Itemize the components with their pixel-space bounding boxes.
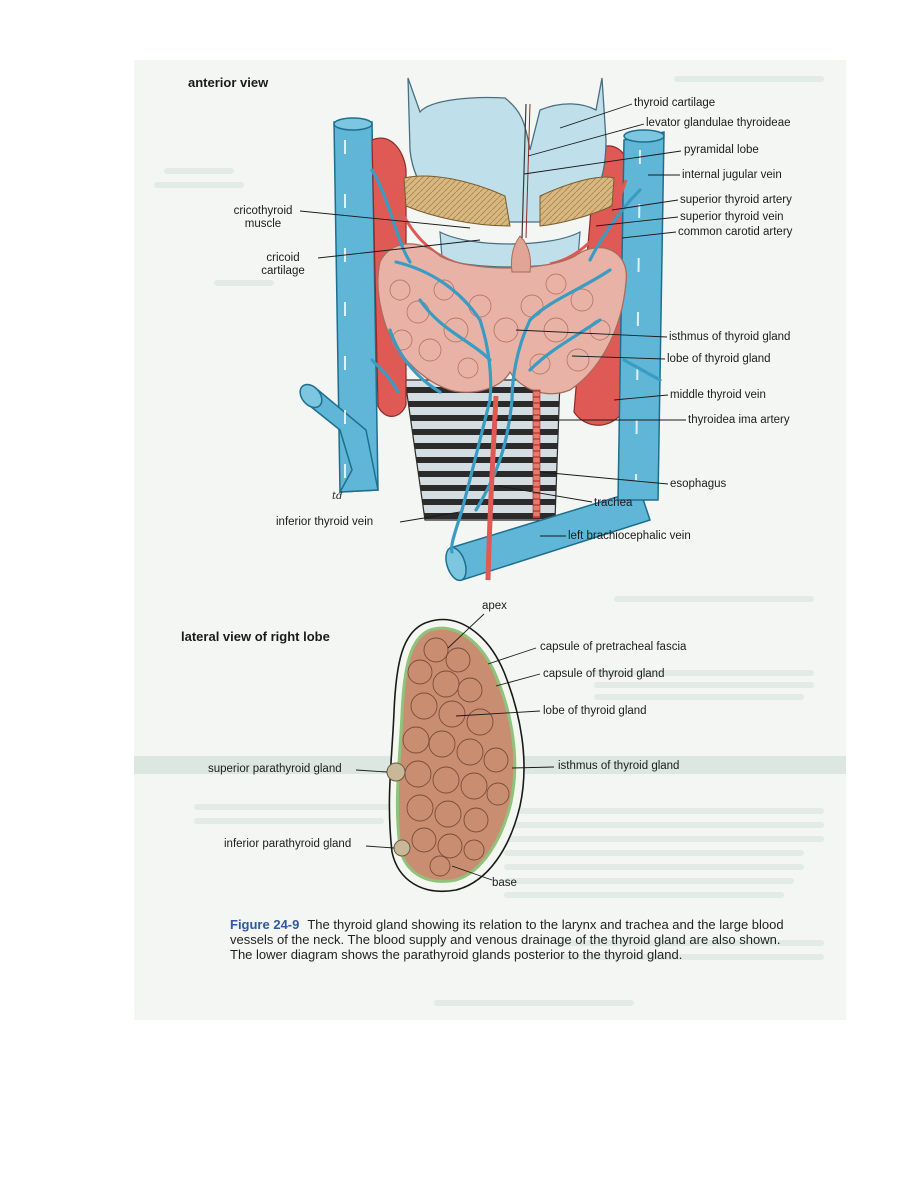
label-capsule-of-thyroid-gland: capsule of thyroid gland (543, 668, 665, 680)
label-esophagus: esophagus (670, 478, 727, 490)
label-apex: apex (482, 600, 507, 612)
bleed-through-line (214, 280, 274, 286)
label-base: base (492, 877, 517, 889)
left-internal-jugular-vein (617, 129, 665, 501)
left-brachiocephalic-vein (445, 489, 651, 582)
label-thyroidea-ima-artery: thyroidea ima artery (688, 414, 790, 426)
bleed-through-line (504, 808, 824, 814)
label-superior-thyroid-vein: superior thyroid vein (680, 211, 784, 223)
label-pyramidal-lobe: pyramidal lobe (684, 144, 759, 156)
label-cricoid-cartilage: cricoid cartilage (248, 252, 318, 278)
lateral-lobe-diagram (386, 618, 525, 892)
anterior-view-title: anterior view (188, 75, 269, 90)
bleed-through-line (594, 682, 814, 688)
bleed-through-line (504, 836, 824, 842)
thyroid-venous-network (370, 168, 662, 554)
bleed-through-line (504, 892, 784, 898)
label-superior-thyroid-artery: superior thyroid artery (680, 194, 792, 206)
label-middle-thyroid-vein: middle thyroid vein (670, 389, 766, 401)
label-cricothyroid-muscle-text: cricothyroid muscle (233, 205, 293, 230)
bleed-through-line (554, 954, 824, 960)
artist-initials: td (332, 491, 343, 502)
bleed-through-line (504, 878, 794, 884)
bleed-through-line (594, 670, 814, 676)
bleed-through-line (434, 1000, 634, 1006)
label-left-brachiocephalic-vein: left brachiocephalic vein (568, 530, 691, 542)
lateral-leader-lines (355, 613, 555, 881)
thyroidea-ima-artery (485, 395, 499, 581)
label-cricothyroid-muscle: cricothyroid muscle (225, 205, 301, 231)
label-capsule-of-pretracheal-fascia: capsule of pretracheal fascia (540, 641, 687, 653)
bleed-through-line (504, 822, 824, 828)
label-internal-jugular-vein: internal jugular vein (682, 169, 782, 181)
bleed-through-line (504, 864, 804, 870)
bleed-through-line (194, 804, 394, 810)
label-trachea: trachea (594, 497, 633, 509)
label-inferior-parathyroid-gland: inferior parathyroid gland (224, 838, 352, 850)
anterior-leader-lines (299, 103, 686, 537)
lateral-view-title: lateral view of right lobe (181, 629, 330, 644)
figure-number: Figure 24-9 (230, 917, 300, 932)
bleed-through-line (594, 694, 804, 700)
label-lateral-isthmus-of-thyroid-gland: isthmus of thyroid gland (558, 760, 680, 772)
superior-parathyroid-gland (386, 762, 406, 782)
levator-glandulae (521, 103, 527, 239)
label-lobe-of-thyroid-gland: lobe of thyroid gland (667, 353, 771, 365)
label-cricoid-cartilage-text: cricoid cartilage (261, 252, 305, 277)
levator-glandulae-edge (525, 103, 531, 239)
bleed-through-line (194, 818, 384, 824)
bleed-through-line (674, 76, 824, 82)
right-internal-jugular-vein (299, 117, 379, 493)
label-common-carotid-artery: common carotid artery (678, 226, 793, 238)
label-inferior-thyroid-vein: inferior thyroid vein (276, 516, 374, 528)
label-thyroid-cartilage: thyroid cartilage (634, 97, 716, 109)
label-levator-glandulae: levator glandulae thyroideae (646, 117, 791, 129)
esophagus (532, 389, 541, 519)
label-isthmus-of-thyroid-gland: isthmus of thyroid gland (669, 331, 791, 343)
bleed-through-line (614, 596, 814, 602)
cricothyroid-muscle (403, 175, 615, 227)
figure-caption-text: The thyroid gland showing its relation t… (230, 917, 784, 962)
label-lateral-lobe-of-thyroid-gland: lobe of thyroid gland (543, 705, 647, 717)
bleed-through-line (164, 168, 234, 174)
inferior-parathyroid-gland (393, 839, 411, 857)
label-superior-parathyroid-gland: superior parathyroid gland (208, 763, 342, 775)
bleed-through-line (504, 850, 804, 856)
bleed-through-line (554, 940, 824, 946)
bleed-through-line (154, 182, 244, 188)
